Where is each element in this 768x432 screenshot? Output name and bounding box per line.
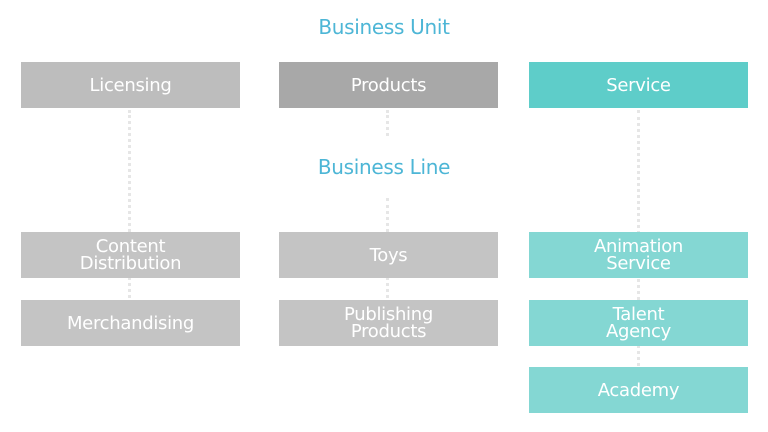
unit-service: Service: [529, 62, 748, 108]
unit-licensing: Licensing: [21, 62, 240, 108]
line-animation-service: Animation Service: [529, 232, 748, 278]
line-content-distribution: Content Distribution: [21, 232, 240, 278]
line-publishing-products: Publishing Products: [279, 300, 498, 346]
business-unit-heading: Business Unit: [318, 15, 450, 39]
products-connector-upper: [386, 110, 389, 136]
line-academy: Academy: [529, 367, 748, 413]
business-line-heading: Business Line: [317, 155, 451, 179]
licensing-connector: [128, 110, 131, 298]
line-merchandising: Merchandising: [21, 300, 240, 346]
line-talent-agency: Talent Agency: [529, 300, 748, 346]
line-toys: Toys: [279, 232, 498, 278]
unit-products: Products: [279, 62, 498, 108]
